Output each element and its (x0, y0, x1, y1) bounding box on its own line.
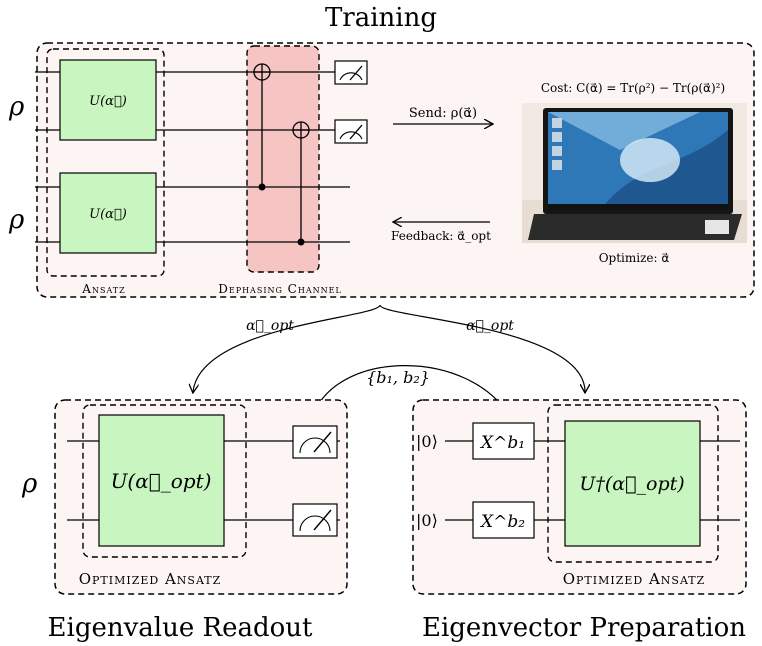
dephasing-label: Dephasing Channel (218, 282, 342, 296)
ket-bottom: |0⟩ (416, 511, 438, 530)
preparation-gate (564, 420, 701, 547)
readout-ansatz-box (82, 404, 247, 558)
measure-readout-bottom (292, 503, 338, 537)
ansatz-box (46, 48, 165, 277)
preparation-title: Eigenvector Preparation (422, 613, 746, 643)
preparation-ansatz-label: Optimized Ansatz (563, 570, 706, 588)
bits-label: {b₁, b₂} (366, 368, 430, 387)
arrow-to-readout (193, 304, 381, 392)
alpha-opt-right-label: α⃗_opt (466, 318, 514, 334)
alpha-opt-left-label: α⃗_opt (246, 318, 294, 334)
measure-training-top (334, 60, 368, 85)
gate-u-bottom-label: U(α⃗) (89, 207, 127, 222)
x-gate-top (472, 422, 535, 460)
optimize-label: Optimize: α⃗ (599, 251, 670, 265)
cnot-gates (247, 63, 319, 243)
arrow-bits (311, 365, 512, 420)
dephasing-channel-box (246, 45, 320, 273)
readout-gate (98, 414, 225, 547)
training-title: Training (325, 3, 437, 33)
readout-ansatz-label: Optimized Ansatz (79, 570, 222, 588)
x-gate-bottom-label: X^b₂ (479, 512, 525, 532)
cost-label: Cost: C(α⃗) = Tr(ρ²) − Tr(ρ(α⃗)²) (541, 81, 725, 95)
gate-u-top-label: U(α⃗) (89, 94, 127, 109)
readout-gate-label: U(α⃗_opt) (111, 469, 212, 493)
ansatz-label: Ansatz (81, 282, 125, 296)
ket-top: |0⟩ (416, 432, 438, 451)
readout-rho: ρ (21, 469, 38, 499)
arrow-to-preparation (379, 304, 585, 392)
feedback-label: Feedback: α⃗_opt (391, 229, 491, 243)
gate-u-bottom (59, 172, 157, 254)
rho-top-label: ρ (8, 92, 25, 122)
gate-u-top (59, 59, 157, 141)
send-label: Send: ρ(α⃗) (409, 106, 477, 121)
preparation-gate-label: U†(α⃗_opt) (579, 473, 684, 495)
cnot-control-top (258, 183, 266, 191)
x-gate-top-label: X^b₁ (479, 433, 525, 453)
rho-bottom-label: ρ (8, 205, 25, 235)
laptop-photo (522, 103, 747, 243)
x-gate-bottom (472, 501, 535, 539)
measure-training-bottom (334, 119, 368, 144)
measure-readout-top (292, 425, 338, 459)
readout-title: Eigenvalue Readout (48, 613, 313, 643)
cnot-control-bottom (297, 238, 305, 246)
